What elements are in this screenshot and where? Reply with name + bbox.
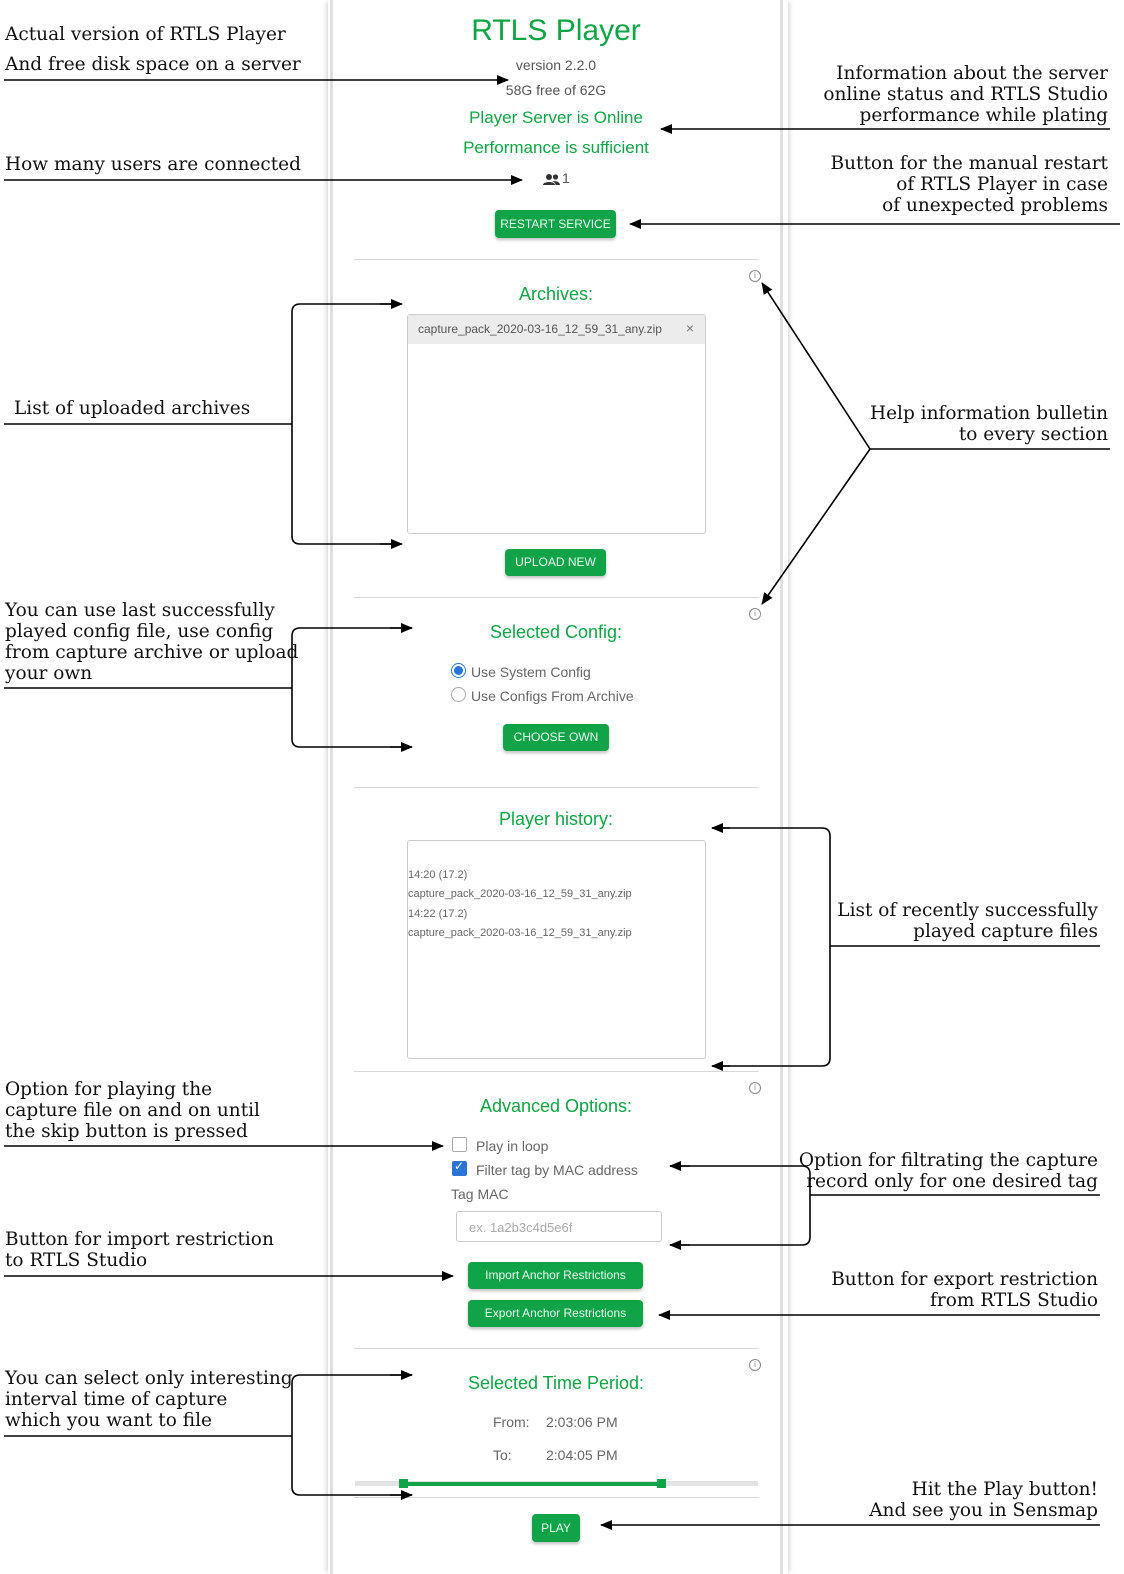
disk-space-text: 58G free of 62G xyxy=(505,82,607,98)
config-info-icon[interactable]: i xyxy=(749,608,761,620)
from-label: From: xyxy=(493,1414,530,1430)
archive-item-name: capture_pack_2020-03-16_12_59_31_any.zip xyxy=(418,322,662,336)
play-in-loop-checkbox[interactable] xyxy=(452,1137,467,1152)
panel-edge-right xyxy=(780,0,783,1574)
history-file: capture_pack_2020-03-16_12_59_31_any.zip xyxy=(408,927,632,939)
time-slider-end-handle[interactable] xyxy=(657,1479,667,1488)
panel-edge-left xyxy=(330,0,333,1574)
radio-archive-config-label: Use Configs From Archive xyxy=(471,688,634,704)
divider-play xyxy=(354,1497,759,1498)
divider-archives xyxy=(354,259,759,260)
history-title: Player history: xyxy=(498,809,614,829)
server-status-text: Player Server is Online xyxy=(469,108,643,127)
users-count: 1 xyxy=(562,170,570,186)
export-anchor-restrictions-button[interactable]: Export Anchor Restrictions xyxy=(468,1300,643,1327)
radio-system-config[interactable] xyxy=(451,663,466,678)
history-list[interactable]: 14:20 (17.2) capture_pack_2020-03-16_12_… xyxy=(407,840,706,1059)
archives-title: Archives: xyxy=(518,284,594,304)
history-time: 14:22 (17.2) xyxy=(408,908,468,920)
version-text: version 2.2.0 xyxy=(515,57,597,73)
divider-history xyxy=(354,787,759,788)
period-info-icon[interactable]: i xyxy=(749,1359,761,1371)
archive-item[interactable]: capture_pack_2020-03-16_12_59_31_any.zip… xyxy=(408,315,705,344)
to-label: To: xyxy=(493,1447,512,1463)
advanced-title: Advanced Options: xyxy=(479,1096,633,1116)
choose-own-button[interactable]: CHOOSE OWN xyxy=(503,724,609,751)
filter-mac-label: Filter tag by MAC address xyxy=(476,1162,638,1178)
import-anchor-restrictions-button[interactable]: Import Anchor Restrictions xyxy=(468,1262,643,1289)
filter-mac-checkbox[interactable] xyxy=(452,1159,467,1176)
annotation-users: How many users are connected xyxy=(5,154,301,175)
performance-text: Performance is sufficient xyxy=(463,138,649,157)
play-in-loop-label: Play in loop xyxy=(476,1138,549,1154)
archives-info-icon[interactable]: i xyxy=(749,270,761,282)
upload-new-button[interactable]: UPLOAD NEW xyxy=(505,549,606,576)
tag-mac-field[interactable] xyxy=(456,1211,662,1242)
play-button[interactable]: PLAY xyxy=(532,1514,580,1542)
app-title: RTLS Player xyxy=(471,14,641,47)
restart-service-button[interactable]: RESTART SERVICE xyxy=(495,210,616,238)
tag-mac-input[interactable] xyxy=(467,1219,651,1236)
time-slider-range xyxy=(403,1482,662,1486)
advanced-info-icon[interactable]: i xyxy=(749,1082,761,1094)
close-icon[interactable]: × xyxy=(685,320,694,336)
time-slider-start-handle[interactable] xyxy=(399,1479,409,1488)
archives-list[interactable]: capture_pack_2020-03-16_12_59_31_any.zip… xyxy=(407,314,706,534)
radio-archive-config[interactable] xyxy=(451,687,466,702)
annotation-archives: List of uploaded archives xyxy=(14,398,251,419)
tag-mac-label: Tag MAC xyxy=(451,1186,509,1202)
divider-config xyxy=(354,597,759,598)
history-time: 14:20 (17.2) xyxy=(408,869,468,881)
divider-advanced xyxy=(354,1071,759,1072)
divider-period xyxy=(354,1348,759,1349)
config-title: Selected Config: xyxy=(489,622,623,642)
period-title: Selected Time Period: xyxy=(467,1373,645,1393)
radio-system-config-label: Use System Config xyxy=(471,664,591,680)
to-value: 2:04:05 PM xyxy=(546,1447,618,1463)
annotation-play: Hit the Play button!And see you in Sensm… xyxy=(869,1479,1098,1521)
from-value: 2:03:06 PM xyxy=(546,1414,618,1430)
users-icon xyxy=(543,174,560,185)
history-file: capture_pack_2020-03-16_12_59_31_any.zip xyxy=(408,888,632,900)
